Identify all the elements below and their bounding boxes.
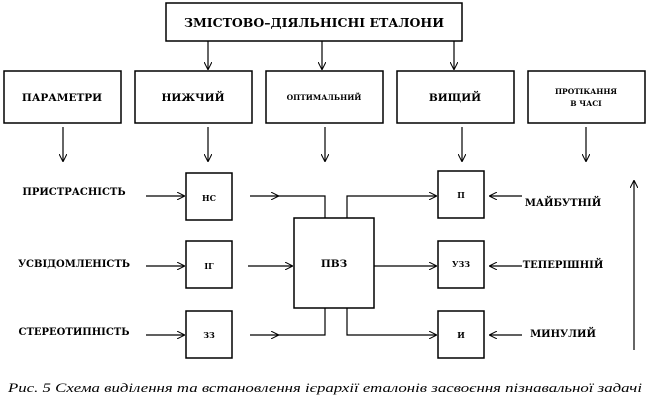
- past-label: МИНУЛИЙ: [530, 327, 596, 340]
- stereotype-label: СТЕРЕОТИПНІСТЬ: [19, 327, 130, 338]
- lower-box: [134, 70, 253, 124]
- zz-box: [185, 310, 233, 359]
- ns-label: НС: [202, 193, 216, 203]
- higher-box: [396, 70, 515, 124]
- time-flow-label-line2: В ЧАСІ: [570, 99, 602, 108]
- figure-caption: Рис. 5 Схема виділення та встановлення і…: [7, 381, 643, 395]
- present-label: ТЕПЕРІШНІЙ: [523, 258, 604, 271]
- zz-label: ЗЗ: [203, 330, 215, 340]
- ig-box: [185, 240, 233, 289]
- lower-label: НИЖЧИЙ: [161, 89, 224, 104]
- p-box: [437, 170, 485, 219]
- optimal-box: [265, 70, 384, 124]
- arrow-pvz-i: [346, 308, 436, 335]
- title-box: [165, 2, 463, 42]
- higher-label: ВИЩИЙ: [429, 89, 481, 104]
- parameters-box: [3, 70, 122, 124]
- time-flow-label-line1: ПРОТІКАННЯ: [555, 87, 617, 96]
- arrow-pvz-p: [346, 196, 436, 218]
- pvz-box: [293, 217, 375, 309]
- future-label: МАЙБУТНІЙ: [525, 196, 601, 209]
- connector-zz-pvz: [278, 308, 326, 336]
- i-box: [437, 310, 485, 359]
- time-flow-box: [527, 70, 646, 124]
- connector-ns-pvz: [278, 195, 326, 218]
- ig-label: ІГ: [204, 261, 214, 271]
- uzz-box: [437, 240, 485, 289]
- pvz-label: ПВЗ: [321, 258, 347, 270]
- uzz-label: УЗЗ: [452, 259, 470, 269]
- i-label: И: [457, 330, 465, 340]
- optimal-label: ОПТИМАЛЬНИЙ: [287, 92, 362, 102]
- ns-box: [185, 172, 233, 221]
- passion-label: ПРИСТРАСНІСТЬ: [22, 187, 125, 198]
- title-text: ЗМІСТОВО–ДІЯЛЬНІСНІ ЕТАЛОНИ: [184, 15, 444, 30]
- parameters-label: ПАРАМЕТРИ: [22, 92, 102, 104]
- p-label: П: [457, 190, 465, 200]
- awareness-label: УСВІДОМЛЕНІСТЬ: [18, 259, 130, 270]
